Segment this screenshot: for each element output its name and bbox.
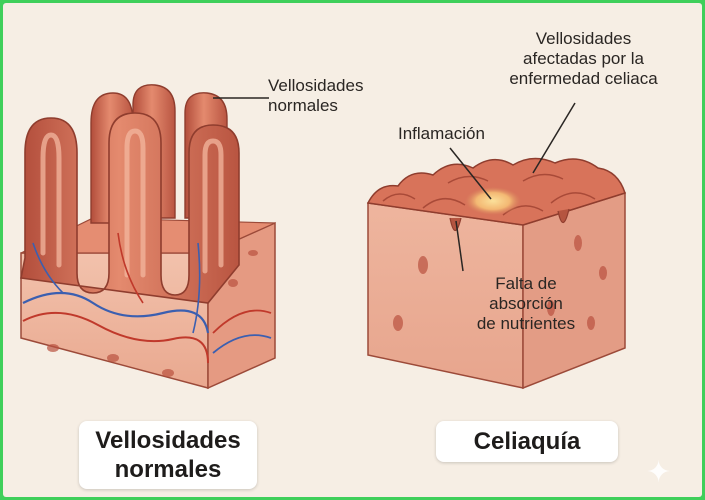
sparkle-icon: ✦	[646, 458, 671, 488]
celiac-block	[368, 103, 625, 388]
diagram-canvas: Vellosidades normales Vellosidades afect…	[3, 3, 702, 497]
normal-villi-block	[21, 85, 275, 388]
label-affected-villi: Vellosidades afectadas por la enfermedad…	[481, 29, 686, 89]
label-inflammation: Inflamación	[398, 124, 485, 144]
label-nutrient-malabsorption: Falta de absorción de nutrientes	[441, 274, 611, 334]
caption-celiac: Celiaquía	[436, 421, 618, 462]
caption-normal-villi: Vellosidades normales	[79, 421, 257, 489]
label-normal-villi: Vellosidades normales	[268, 76, 363, 116]
